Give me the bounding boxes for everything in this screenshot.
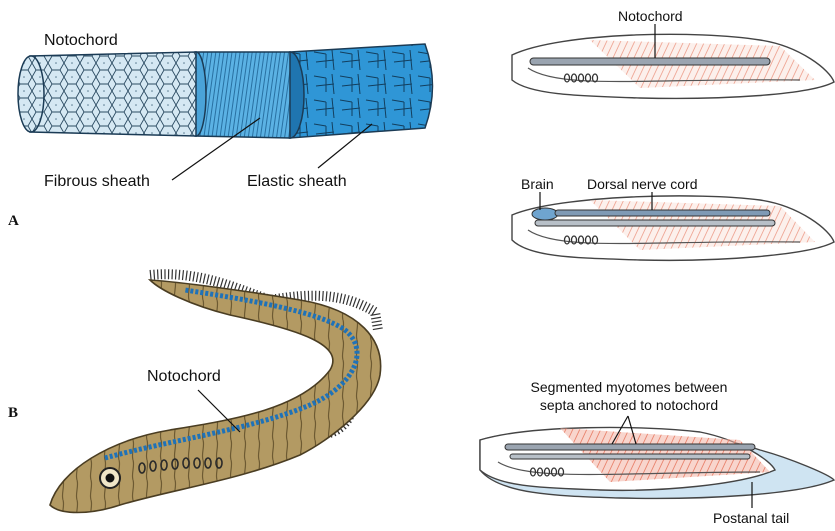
panel-letter-a: A [8, 213, 19, 230]
label-postanal-tail: Postanal tail [713, 511, 789, 525]
dorsal-nerve-cord-rod [555, 210, 770, 216]
label-brain: Brain [521, 177, 554, 191]
label-fibrous-sheath: Fibrous sheath [44, 174, 150, 190]
notochord-core-cells [18, 52, 196, 136]
brain-shape [532, 208, 558, 220]
notochord-cylinder [18, 44, 433, 180]
elastic-sheath-segment [276, 44, 433, 138]
label-notochord-top: Notochord [618, 9, 683, 23]
fibrous-sheath-segment [186, 52, 290, 138]
top-notochord-rod [530, 58, 770, 65]
label-myotomes-line2: septa anchored to notochord [510, 398, 748, 412]
schematic-top [512, 24, 834, 98]
schematic-bottom [480, 416, 834, 508]
label-myotomes-line1: Segmented myotomes between [510, 380, 748, 394]
fish-illustration [50, 274, 381, 512]
label-notochord-a: Notochord [44, 33, 118, 49]
label-dorsal-nerve-cord: Dorsal nerve cord [587, 177, 698, 191]
panel-letter-b: B [8, 405, 18, 422]
schematic-middle [512, 192, 834, 260]
label-notochord-b: Notochord [147, 369, 221, 385]
label-elastic-sheath: Elastic sheath [247, 174, 347, 190]
